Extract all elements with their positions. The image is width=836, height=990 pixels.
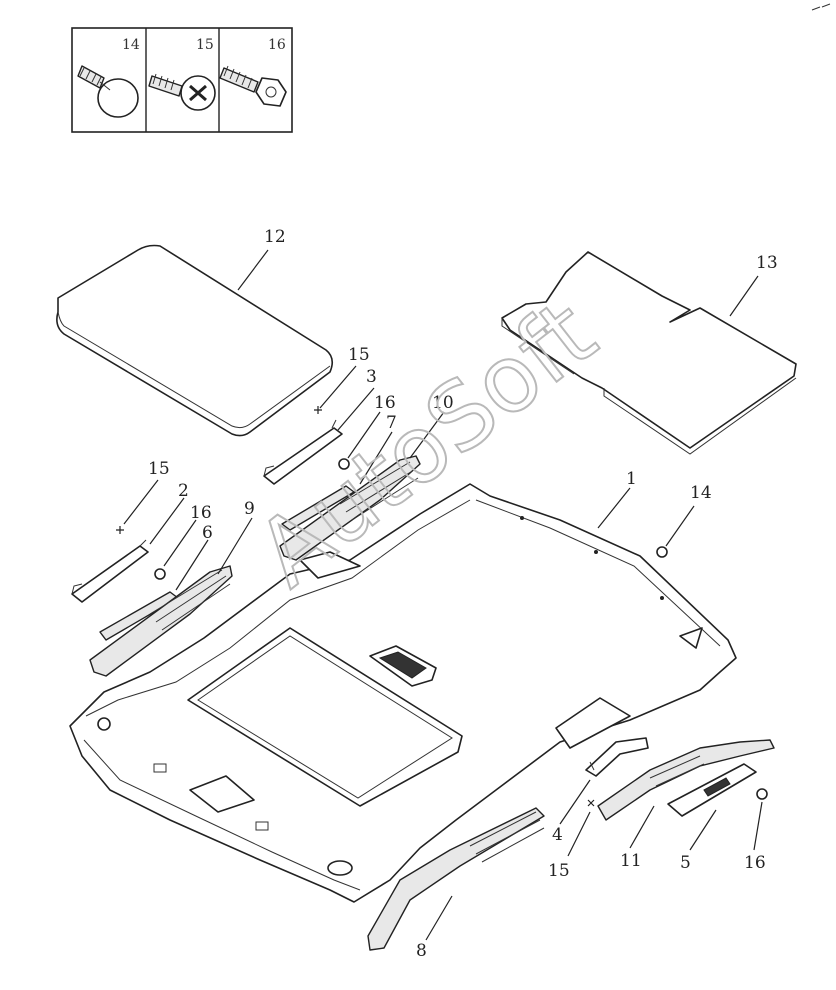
cross-head-screw-icon <box>148 73 216 111</box>
grab-handle-part-3 <box>263 419 343 485</box>
inset-label-14: 14 <box>122 37 140 53</box>
callout-13: 13 <box>756 253 778 273</box>
callout-3: 3 <box>366 367 377 387</box>
insulation-pad-part-13 <box>501 251 797 455</box>
callout-labels: 12 13 1 14 15 3 16 7 10 15 2 16 6 9 8 4 … <box>148 227 778 961</box>
inset-label-15: 15 <box>196 37 214 53</box>
callout-16-left: 16 <box>190 503 212 523</box>
callout-15-front: 15 <box>548 861 570 881</box>
trim-part-5 <box>667 763 757 817</box>
callout-8: 8 <box>416 941 427 961</box>
pillar-trim-part-8 <box>367 807 545 951</box>
pillar-trim-part-10 <box>279 455 421 561</box>
pillar-trim-part-11 <box>597 739 775 821</box>
callout-14: 14 <box>690 483 712 503</box>
sunroof-panel-part-12 <box>56 244 334 437</box>
callout-15-rear: 15 <box>348 345 370 365</box>
trim-part-7 <box>281 485 355 531</box>
push-clip-icon <box>77 65 139 118</box>
callout-12: 12 <box>264 227 286 247</box>
fastener-inset: 14 15 16 <box>71 27 293 133</box>
callout-9: 9 <box>244 499 255 519</box>
callout-4: 4 <box>552 825 563 845</box>
callout-16-rear: 16 <box>374 393 396 413</box>
grab-handle-part-4 <box>585 737 649 777</box>
corner-mark <box>811 3 831 11</box>
callout-7: 7 <box>386 413 397 433</box>
callout-2: 2 <box>178 481 189 501</box>
grab-handle-part-2 <box>71 539 149 603</box>
leader-lines <box>123 249 763 941</box>
inset-label-16: 16 <box>268 37 286 53</box>
callout-5: 5 <box>680 853 691 873</box>
hex-bolt-icon <box>219 65 287 107</box>
callout-11: 11 <box>620 851 642 871</box>
callout-10: 10 <box>432 393 454 413</box>
callout-15-left: 15 <box>148 459 170 479</box>
headliner-part-1 <box>69 483 737 903</box>
callout-6: 6 <box>202 523 213 543</box>
callout-16-front: 16 <box>744 853 766 873</box>
pillar-trim-part-9 <box>89 565 233 677</box>
callout-1: 1 <box>626 469 637 489</box>
fastener-markers <box>116 406 768 807</box>
